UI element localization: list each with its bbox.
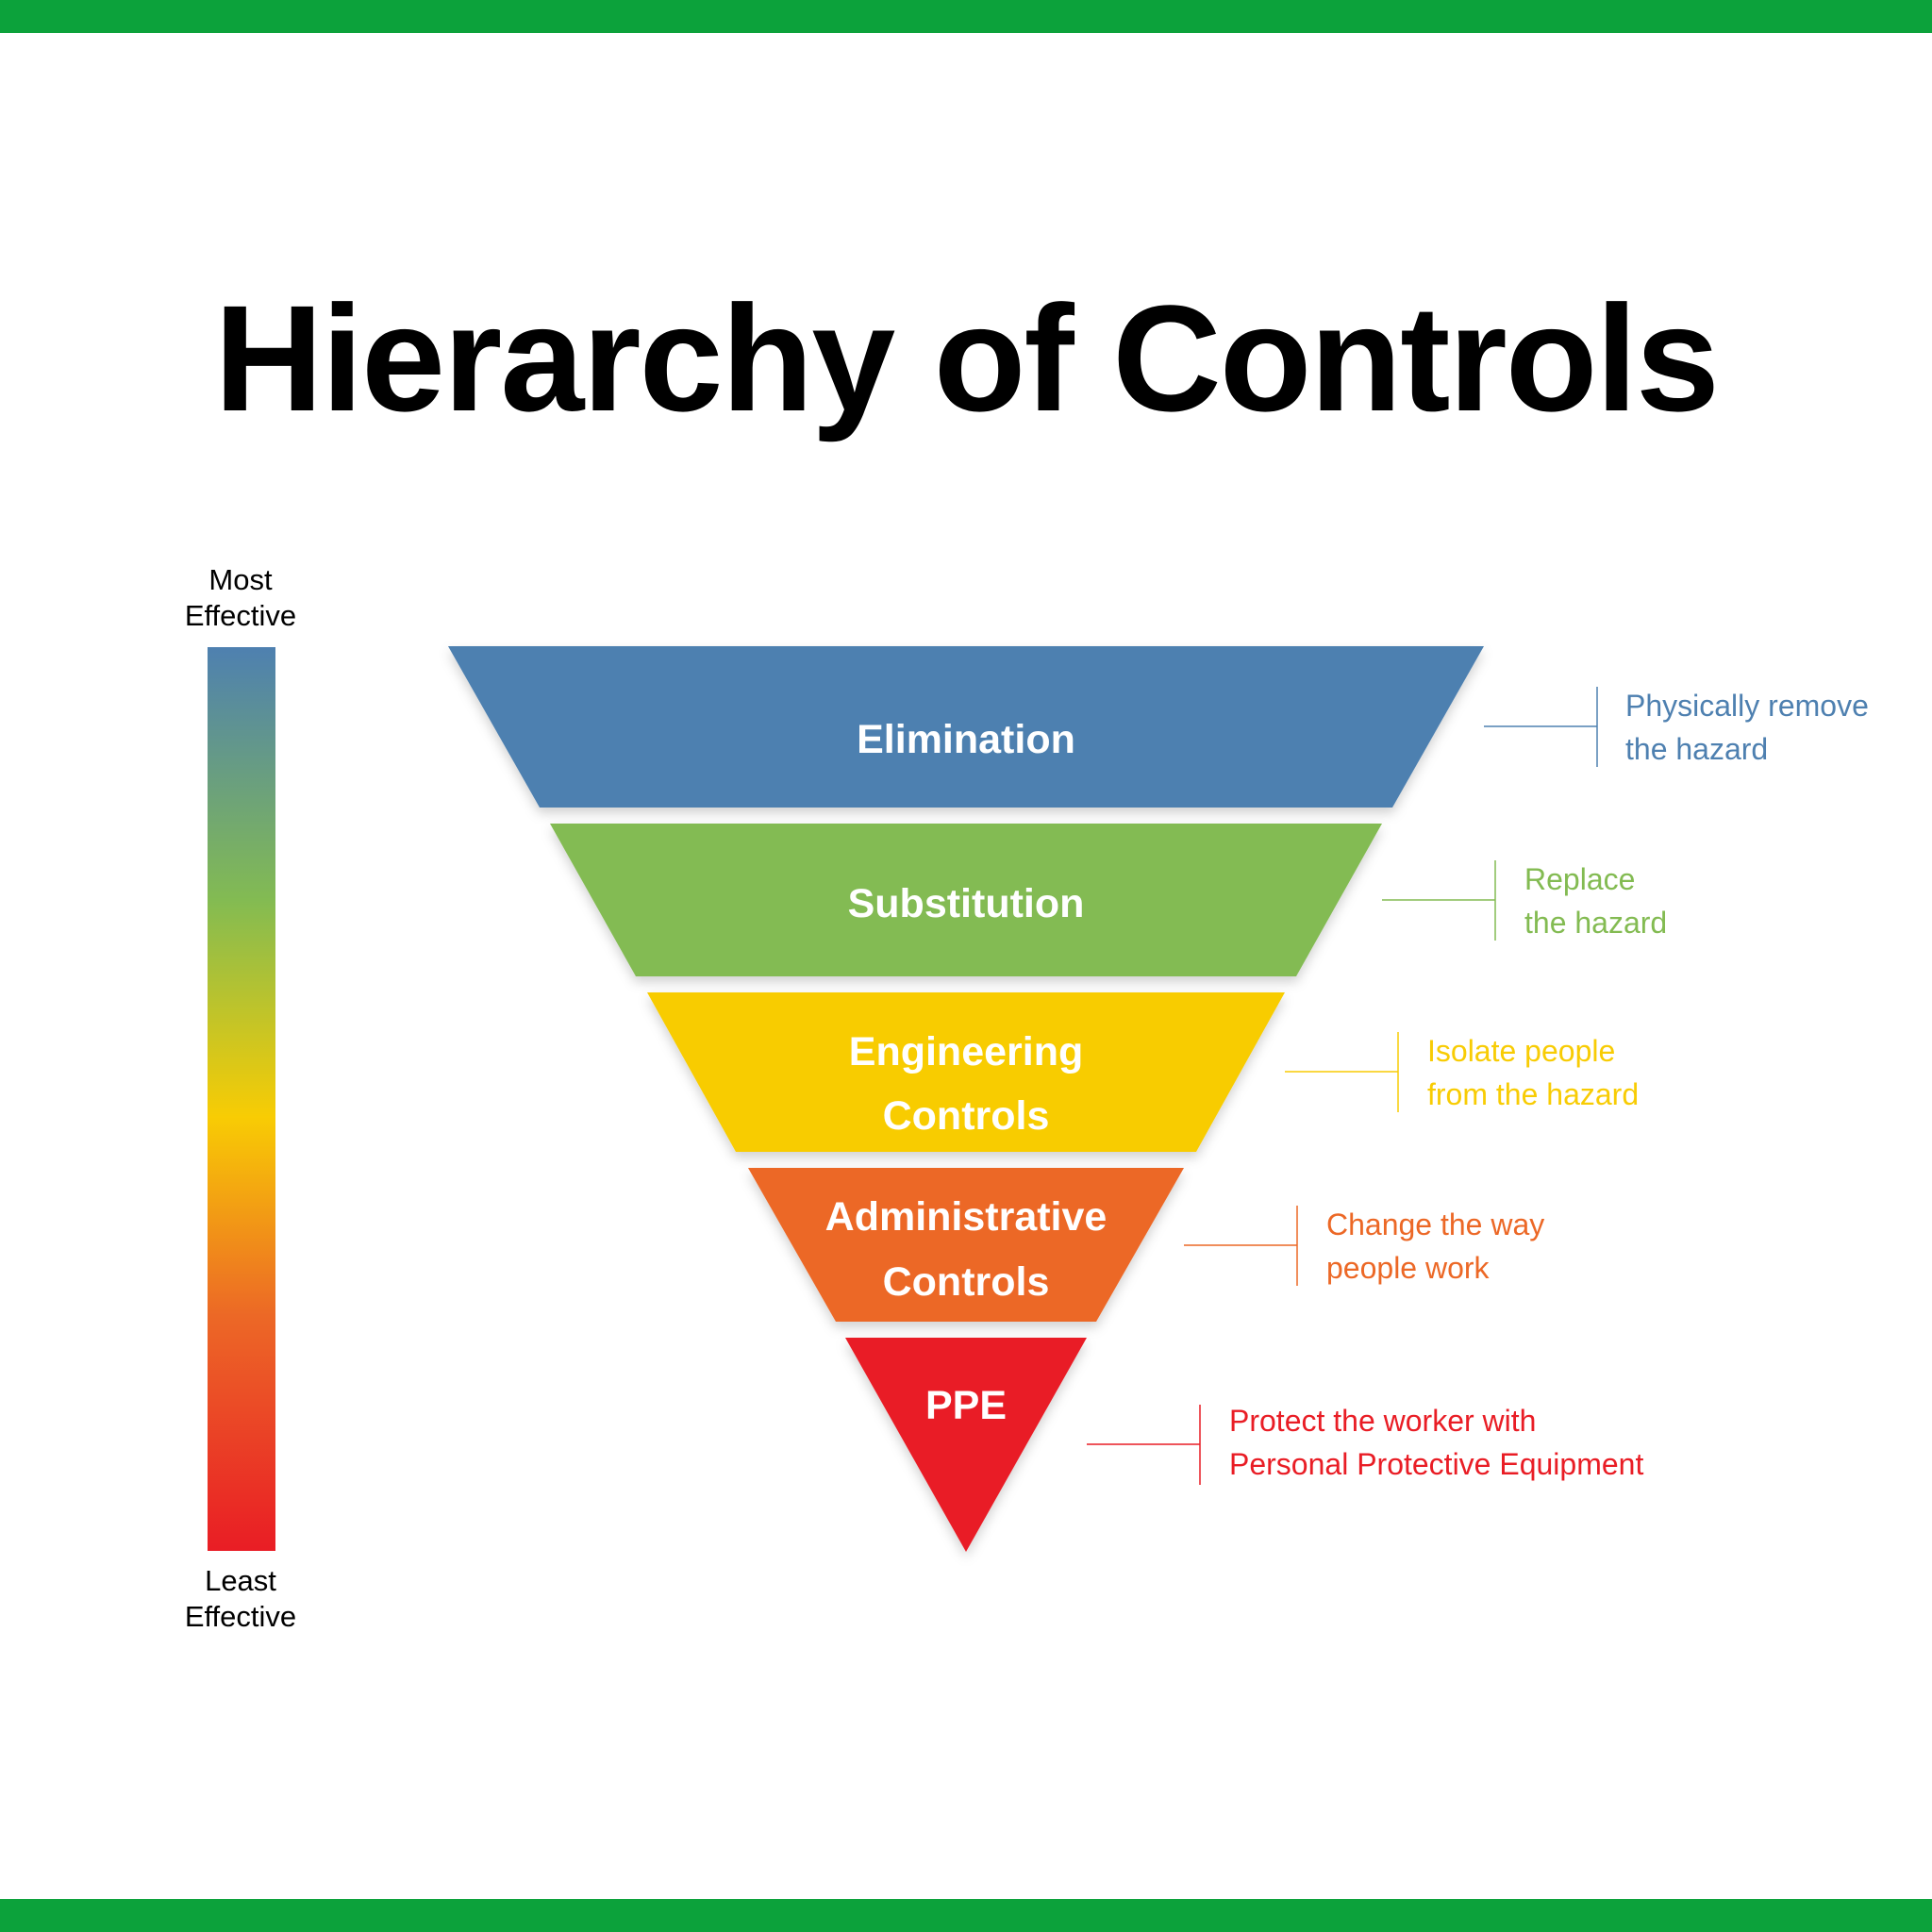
level-substitution [550, 824, 1382, 976]
most-effective-line1: Most [208, 563, 273, 596]
least-effective-line2: Effective [184, 1600, 297, 1633]
desc-engineering-line2: from the hazard [1427, 1077, 1640, 1111]
top-green-border [0, 0, 1932, 33]
ppe-label: PPE [925, 1383, 1007, 1428]
desc-engineering-line1: Isolate people [1427, 1034, 1616, 1068]
least-effective-line1: Least [205, 1564, 276, 1597]
least-effective-label: Least Effective [146, 1563, 335, 1635]
connector-elimination [1484, 687, 1598, 767]
desc-substitution-line2: the hazard [1524, 906, 1668, 940]
connector-ppe [1087, 1405, 1201, 1485]
desc-engineering: Isolate people from the hazard [1427, 1029, 1639, 1116]
desc-ppe-line1: Protect the worker with [1229, 1404, 1537, 1438]
elimination-label: Elimination [857, 717, 1075, 762]
administrative-label-line1: Administrative [825, 1194, 1108, 1240]
desc-ppe-line2: Personal Protective Equipment [1229, 1447, 1644, 1481]
level-administrative-controls [748, 1168, 1184, 1322]
connector-substitution [1382, 860, 1496, 941]
page-title: Hierarchy of Controls [214, 274, 1720, 442]
connector-engineering [1285, 1032, 1399, 1112]
administrative-label-line2: Controls [883, 1259, 1050, 1305]
most-effective-line2: Effective [184, 599, 297, 632]
desc-elimination: Physically remove the hazard [1625, 684, 1869, 771]
desc-ppe: Protect the worker with Personal Protect… [1229, 1399, 1643, 1486]
desc-substitution-line1: Replace [1524, 862, 1636, 896]
most-effective-label: Most Effective [146, 562, 335, 634]
desc-administrative-line2: people work [1326, 1251, 1490, 1285]
engineering-label-line2: Controls [883, 1093, 1050, 1139]
desc-substitution: Replace the hazard [1524, 858, 1667, 944]
desc-elimination-line1: Physically remove [1625, 689, 1869, 723]
level-elimination [448, 646, 1484, 808]
effectiveness-gradient-bar [208, 647, 275, 1551]
level-engineering-controls [647, 992, 1285, 1152]
substitution-label: Substitution [848, 881, 1085, 926]
engineering-label-line1: Engineering [849, 1029, 1083, 1074]
connector-administrative [1184, 1206, 1298, 1286]
desc-administrative-line1: Change the way [1326, 1208, 1545, 1241]
desc-elimination-line2: the hazard [1625, 732, 1769, 766]
level-ppe [845, 1338, 1087, 1552]
desc-administrative: Change the way people work [1326, 1203, 1544, 1290]
bottom-green-border [0, 1899, 1932, 1932]
